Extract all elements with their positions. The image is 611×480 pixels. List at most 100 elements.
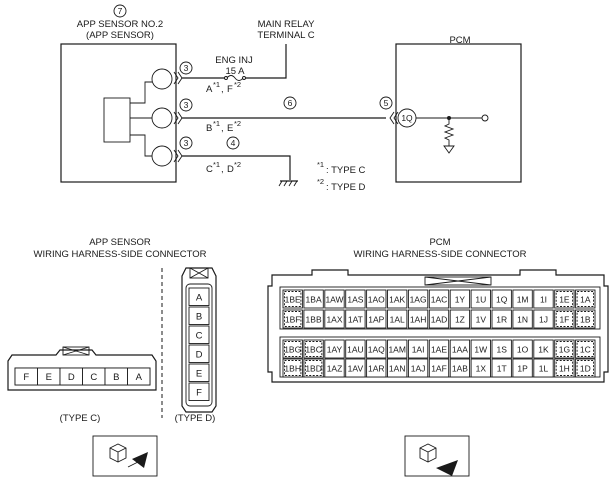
pcm-pin — [407, 289, 429, 309]
pcm-pin-label: 1AM — [388, 345, 405, 355]
connector-chevron-a — [173, 71, 183, 85]
pcm-title: PCM — [449, 35, 470, 46]
pcm-pin — [512, 309, 533, 329]
type-d-latch — [189, 267, 209, 279]
pcm-pin-label: 1AR — [368, 364, 385, 374]
component-number-circle — [113, 4, 127, 18]
ground-wire-num: 4 — [231, 138, 236, 148]
pcm-pin-label: 1U — [475, 295, 486, 305]
pcm-pin-label: 1AN — [389, 364, 406, 374]
pcm-pin — [428, 358, 450, 378]
resistor-icon — [443, 118, 455, 154]
pcm-pin — [554, 358, 575, 378]
svg-text:*2: *2 — [234, 80, 241, 89]
pcm-pin-hatch — [555, 360, 574, 376]
svg-text:,: , — [221, 123, 224, 134]
pcm-pin-label: 1T — [497, 364, 507, 374]
pcm-pin — [324, 309, 345, 329]
pcm-pin — [303, 339, 324, 359]
pcm-pin-label: 1AG — [410, 295, 427, 305]
pcm-pin — [345, 309, 366, 329]
pcm-connector-num: 5 — [384, 98, 389, 108]
type-c-pin-label: A — [136, 372, 143, 383]
type-d-pin-label: A — [196, 293, 203, 304]
pcm-pin-label: 1O — [517, 345, 529, 355]
pcm-pin — [282, 358, 303, 378]
type-d-pin-frame — [185, 283, 213, 407]
pcm-pin — [512, 289, 533, 309]
wire-c-ground — [182, 155, 291, 180]
svg-text:*1: *1 — [213, 119, 220, 128]
app-connector-title-1: APP SENSOR — [89, 237, 151, 248]
pcm-pin-hatch — [304, 341, 323, 357]
pcm-pin-label: 1R — [496, 315, 507, 325]
main-relay-label-2: TERMINAL C — [257, 30, 314, 41]
ground-icon — [278, 180, 298, 187]
pcm-pin-label: 1G — [559, 345, 570, 355]
pcm-box — [395, 43, 522, 183]
svg-text:,: , — [221, 164, 224, 175]
pcm-pin-label: 1BD — [305, 364, 322, 374]
type-d-pin — [188, 287, 210, 306]
pcm-pin — [324, 289, 345, 309]
app-connector-section: APP SENSOR WIRING HARNESS-SIDE CONNECTOR… — [7, 237, 217, 477]
type-c-latch — [62, 346, 90, 356]
pcm-pin-hatch — [284, 291, 302, 307]
pcm-pin-label: 1S — [496, 345, 507, 355]
type-c-pin-label: D — [68, 372, 75, 383]
pcm-pin — [491, 358, 512, 378]
type-d-pin — [188, 306, 210, 325]
view-direction-icon-right — [404, 435, 470, 477]
pcm-pin-hatch — [304, 360, 323, 376]
pcm-pin — [512, 339, 533, 359]
pcm-pin-hatch — [576, 291, 594, 307]
pcm-pin-label: 1AS — [347, 295, 363, 305]
pcm-pin-label: 1AY — [327, 345, 343, 355]
connector-chevron-b — [173, 111, 183, 125]
fuse-symbol — [226, 75, 244, 81]
pcm-pin — [575, 358, 596, 378]
pcm-pin — [449, 358, 471, 378]
pcm-pin — [575, 339, 596, 359]
pcm-pin-label: 1AB — [452, 364, 468, 374]
pcm-pin-label: 1AZ — [327, 364, 343, 374]
main-relay-label-1: MAIN RELAY — [258, 19, 316, 30]
pcm-pin-label: 1Q — [496, 295, 508, 305]
pcm-pin — [491, 339, 512, 359]
fuse-name: ENG INJ — [215, 55, 253, 66]
pcm-pin — [554, 309, 575, 329]
pcm-pin-label: 1AK — [389, 295, 405, 305]
pcm-connector-latch — [424, 276, 492, 286]
type-d-pin-label: D — [196, 350, 203, 361]
sensor-wire-c — [130, 134, 152, 157]
type-d-pin — [188, 382, 210, 401]
pcm-pin — [491, 309, 512, 329]
pcm-pin-label: 1B — [580, 315, 591, 325]
pcm-pin — [470, 289, 491, 309]
pcm-pin — [303, 358, 324, 378]
pcm-pin — [282, 289, 303, 309]
pcm-pin-label: 1A — [580, 295, 591, 305]
pcm-pin-hatch — [284, 311, 302, 327]
pcm-pin — [345, 358, 366, 378]
type-d-pin-label: E — [196, 369, 202, 380]
pcm-pin-label: 1AP — [368, 315, 384, 325]
connector-num-circle-a — [179, 61, 193, 75]
pcm-pin-label: 1AV — [348, 364, 364, 374]
pcm-pin-label: 1Z — [455, 315, 465, 325]
pcm-pin — [303, 289, 324, 309]
pcm-pin-label: 1BA — [306, 295, 322, 305]
pcm-connector-chevron — [389, 111, 399, 125]
pcm-pin-label: 1AO — [368, 295, 385, 305]
pcm-pin — [366, 339, 387, 359]
pcm-pin — [470, 358, 491, 378]
type-d-label: (TYPE D) — [175, 413, 216, 424]
pcm-pin-label: 1V — [476, 315, 487, 325]
connector-num-circle-c — [179, 136, 193, 150]
pcm-pin-label: 1BB — [306, 315, 322, 325]
pcm-connector-title-1: PCM — [429, 237, 450, 248]
pcm-pin — [366, 358, 387, 378]
